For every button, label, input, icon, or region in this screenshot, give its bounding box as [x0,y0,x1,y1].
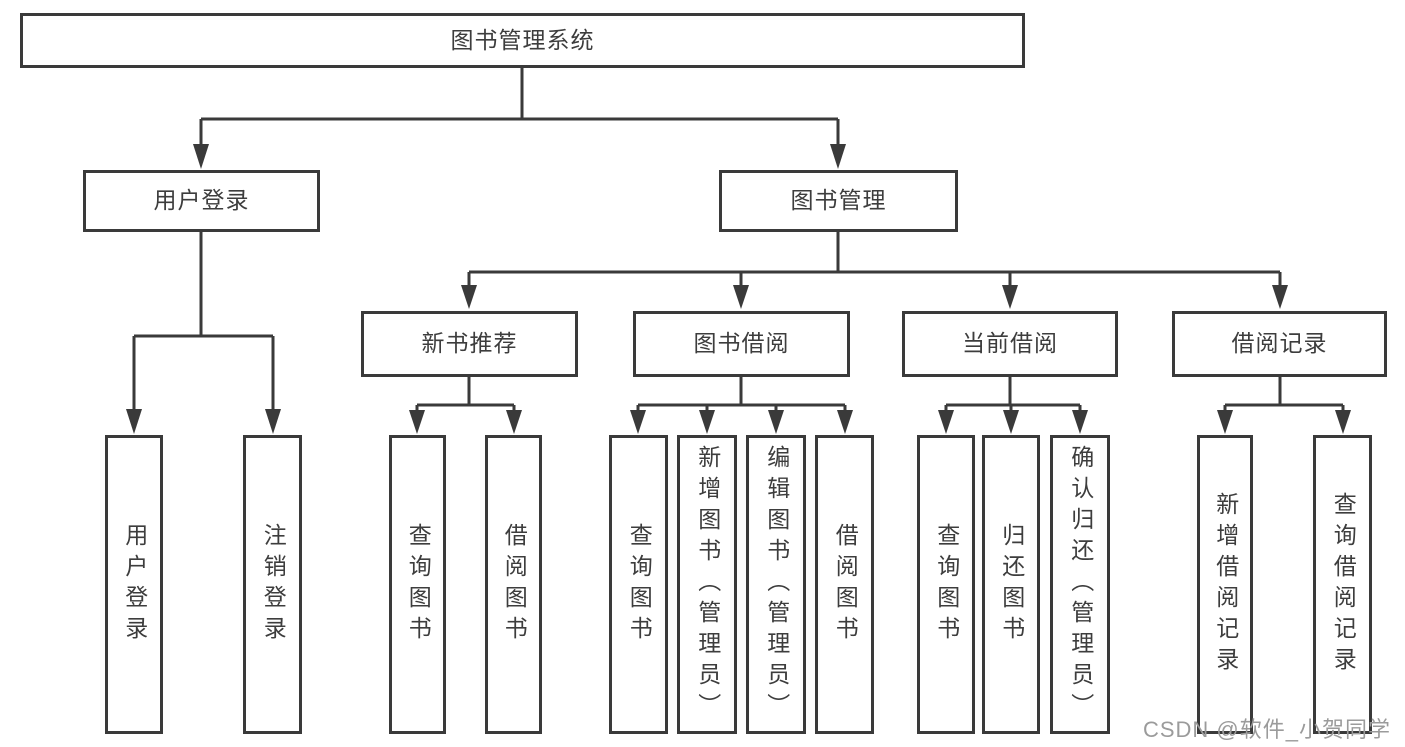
node-new-book-recommend: 新书推荐 [361,311,578,377]
node-user-login: 用户登录 [83,170,320,232]
node-add-borrow-record: 新增借阅记录 [1197,435,1253,734]
node-system-root: 图书管理系统 [20,13,1025,68]
node-borrow-books-1: 借阅图书 [485,435,542,734]
node-query-books-1: 查询图书 [389,435,446,734]
node-book-borrow: 图书借阅 [633,311,850,377]
node-query-books-2: 查询图书 [609,435,668,734]
csdn-watermark: CSDN @软件_小贺同学 [1142,717,1391,742]
node-edit-books-admin: 编辑图书（管理员） [746,435,806,734]
node-user-login-leaf: 用户登录 [105,435,163,734]
node-book-management: 图书管理 [719,170,958,232]
node-add-books-admin: 新增图书（管理员） [677,435,737,734]
node-confirm-return-admin: 确认归还（管理员） [1050,435,1110,734]
node-return-books: 归还图书 [982,435,1040,734]
node-borrow-books-2: 借阅图书 [815,435,874,734]
node-query-borrow-record: 查询借阅记录 [1313,435,1372,734]
node-query-books-3: 查询图书 [917,435,975,734]
node-borrow-record: 借阅记录 [1172,311,1387,377]
node-current-borrow: 当前借阅 [902,311,1118,377]
node-logout-leaf: 注销登录 [243,435,302,734]
